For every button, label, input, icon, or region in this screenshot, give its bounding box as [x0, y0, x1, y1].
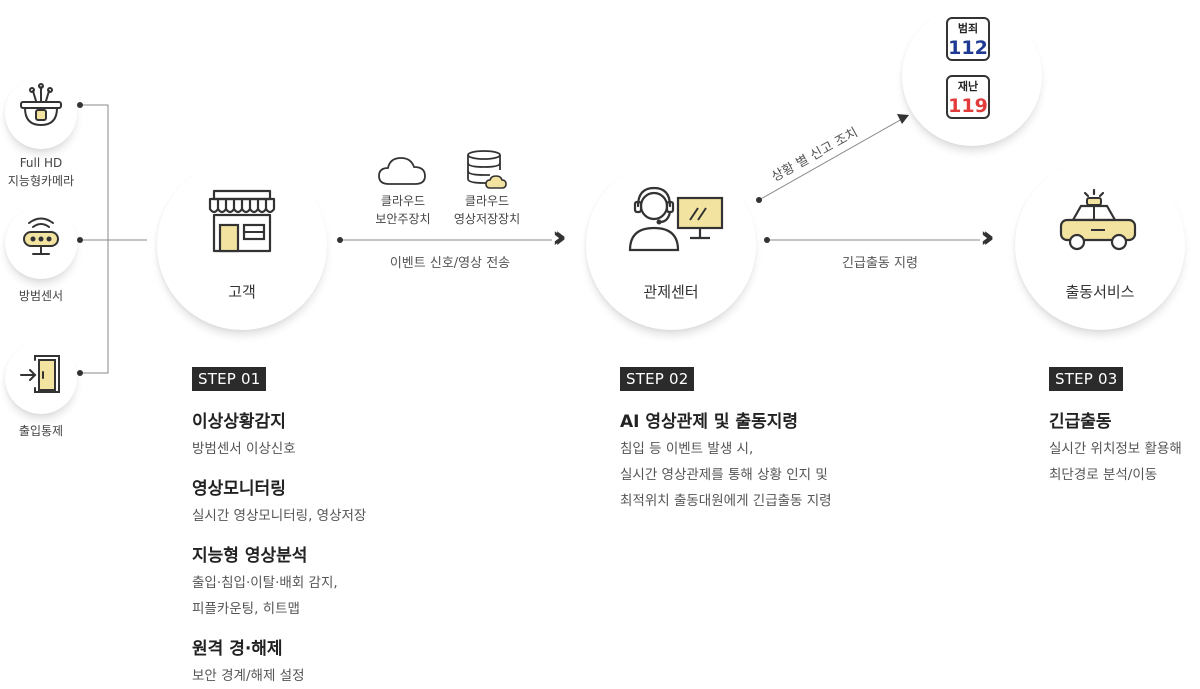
emergency-disaster-number: 119	[948, 95, 988, 117]
step-02-item-desc: 최적위치 출동대원에게 긴급출동 지령	[620, 493, 832, 509]
emergency-crime-number: 112	[948, 37, 988, 59]
cloud-label-storage: 클라우드 영상저장장치	[453, 194, 521, 226]
step-01-item-title: 이상상황감지	[192, 412, 286, 432]
door-access-icon	[20, 355, 60, 393]
device-circle-door	[5, 342, 77, 414]
cctv-camera-icon	[20, 83, 62, 127]
step-02-item-desc: 실시간 영상관제를 통해 상황 인지 및	[620, 467, 828, 483]
step-02-item-title: AI 영상관제 및 출동지령	[620, 412, 798, 432]
operator-monitor-icon	[628, 186, 724, 252]
emergency-card-crime: 범죄 112	[946, 17, 990, 61]
flow-chevron-icon: ››	[552, 220, 566, 255]
device-label-camera: Full HD 지능형카메라	[7, 156, 75, 188]
step-01-item-desc: 방범센서 이상신호	[192, 441, 296, 457]
flow-chevron-icon: ››	[980, 220, 994, 255]
emergency-disaster-label: 재난	[957, 80, 979, 93]
step-01-item-desc: 실시간 영상모니터링, 영상저장	[192, 508, 367, 524]
step-03-content: 긴급출동 실시간 위치정보 활용해 최단경로 분석/이동	[1049, 407, 1182, 488]
step-01-item-desc: 피플카운팅, 히트맵	[192, 601, 300, 617]
connector-dot	[77, 237, 83, 243]
dispatch-label: 출동서비스	[1065, 283, 1135, 301]
security-car-icon	[1059, 188, 1137, 251]
step-01-item-title: 원격 경·해제	[192, 639, 283, 659]
control-center-label: 관제센터	[643, 283, 699, 301]
emergency-card-disaster: 재난 119	[946, 75, 990, 119]
step-01-item-title: 영상모니터링	[192, 479, 286, 499]
device-bracket-line	[80, 104, 109, 374]
device-circle-camera	[5, 77, 77, 149]
cloud-icon	[378, 157, 426, 185]
connector-dot	[77, 370, 83, 376]
store-icon	[208, 189, 276, 253]
device-label-door: 출입통제	[18, 424, 64, 438]
emergency-crime-label: 범죄	[957, 22, 979, 35]
device-circle-sensor	[5, 207, 77, 279]
control-center-node: 관제센터	[586, 160, 756, 330]
step-03-item-title: 긴급출동	[1049, 412, 1112, 432]
connector-dot	[756, 197, 762, 203]
step-badge-02: STEP 02	[620, 367, 695, 391]
cloud-storage-icon	[467, 150, 507, 189]
step-02-content: AI 영상관제 및 출동지령 침입 등 이벤트 발생 시, 실시간 영상관제를 …	[620, 407, 832, 514]
device-label-sensor: 방범센서	[18, 289, 64, 303]
step-badge-03: STEP 03	[1049, 367, 1124, 391]
cloud-label-main: 클라우드 보안주장치	[375, 194, 431, 226]
customer-node: 고객	[157, 160, 327, 330]
flow-label-dispatch: 긴급출동 지령	[842, 256, 918, 271]
connector-dot	[764, 237, 770, 243]
motion-sensor-icon	[23, 217, 59, 255]
step-01-item-desc: 출입·침입·이탈·배회 감지,	[192, 575, 338, 591]
step-01-item-title: 지능형 영상분석	[192, 546, 308, 566]
step-03-item-desc: 최단경로 분석/이동	[1049, 467, 1158, 483]
flow-label-event: 이벤트 신호/영상 전송	[389, 256, 511, 271]
step-02-item-desc: 침입 등 이벤트 발생 시,	[620, 441, 754, 457]
step-01-content: 이상상황감지 방범센서 이상신호 영상모니터링 실시간 영상모니터링, 영상저장…	[192, 407, 366, 689]
connector-dot	[77, 102, 83, 108]
step-01-item-desc: 보안 경계/해제 설정	[192, 668, 305, 684]
customer-label: 고객	[228, 283, 256, 301]
arrow-head-icon	[897, 114, 909, 124]
connector-dot	[337, 237, 343, 243]
step-badge-01: STEP 01	[192, 367, 267, 391]
center-to-emergency-line	[758, 118, 903, 201]
dispatch-node: 출동서비스	[1015, 160, 1185, 330]
step-03-item-desc: 실시간 위치정보 활용해	[1049, 441, 1182, 457]
